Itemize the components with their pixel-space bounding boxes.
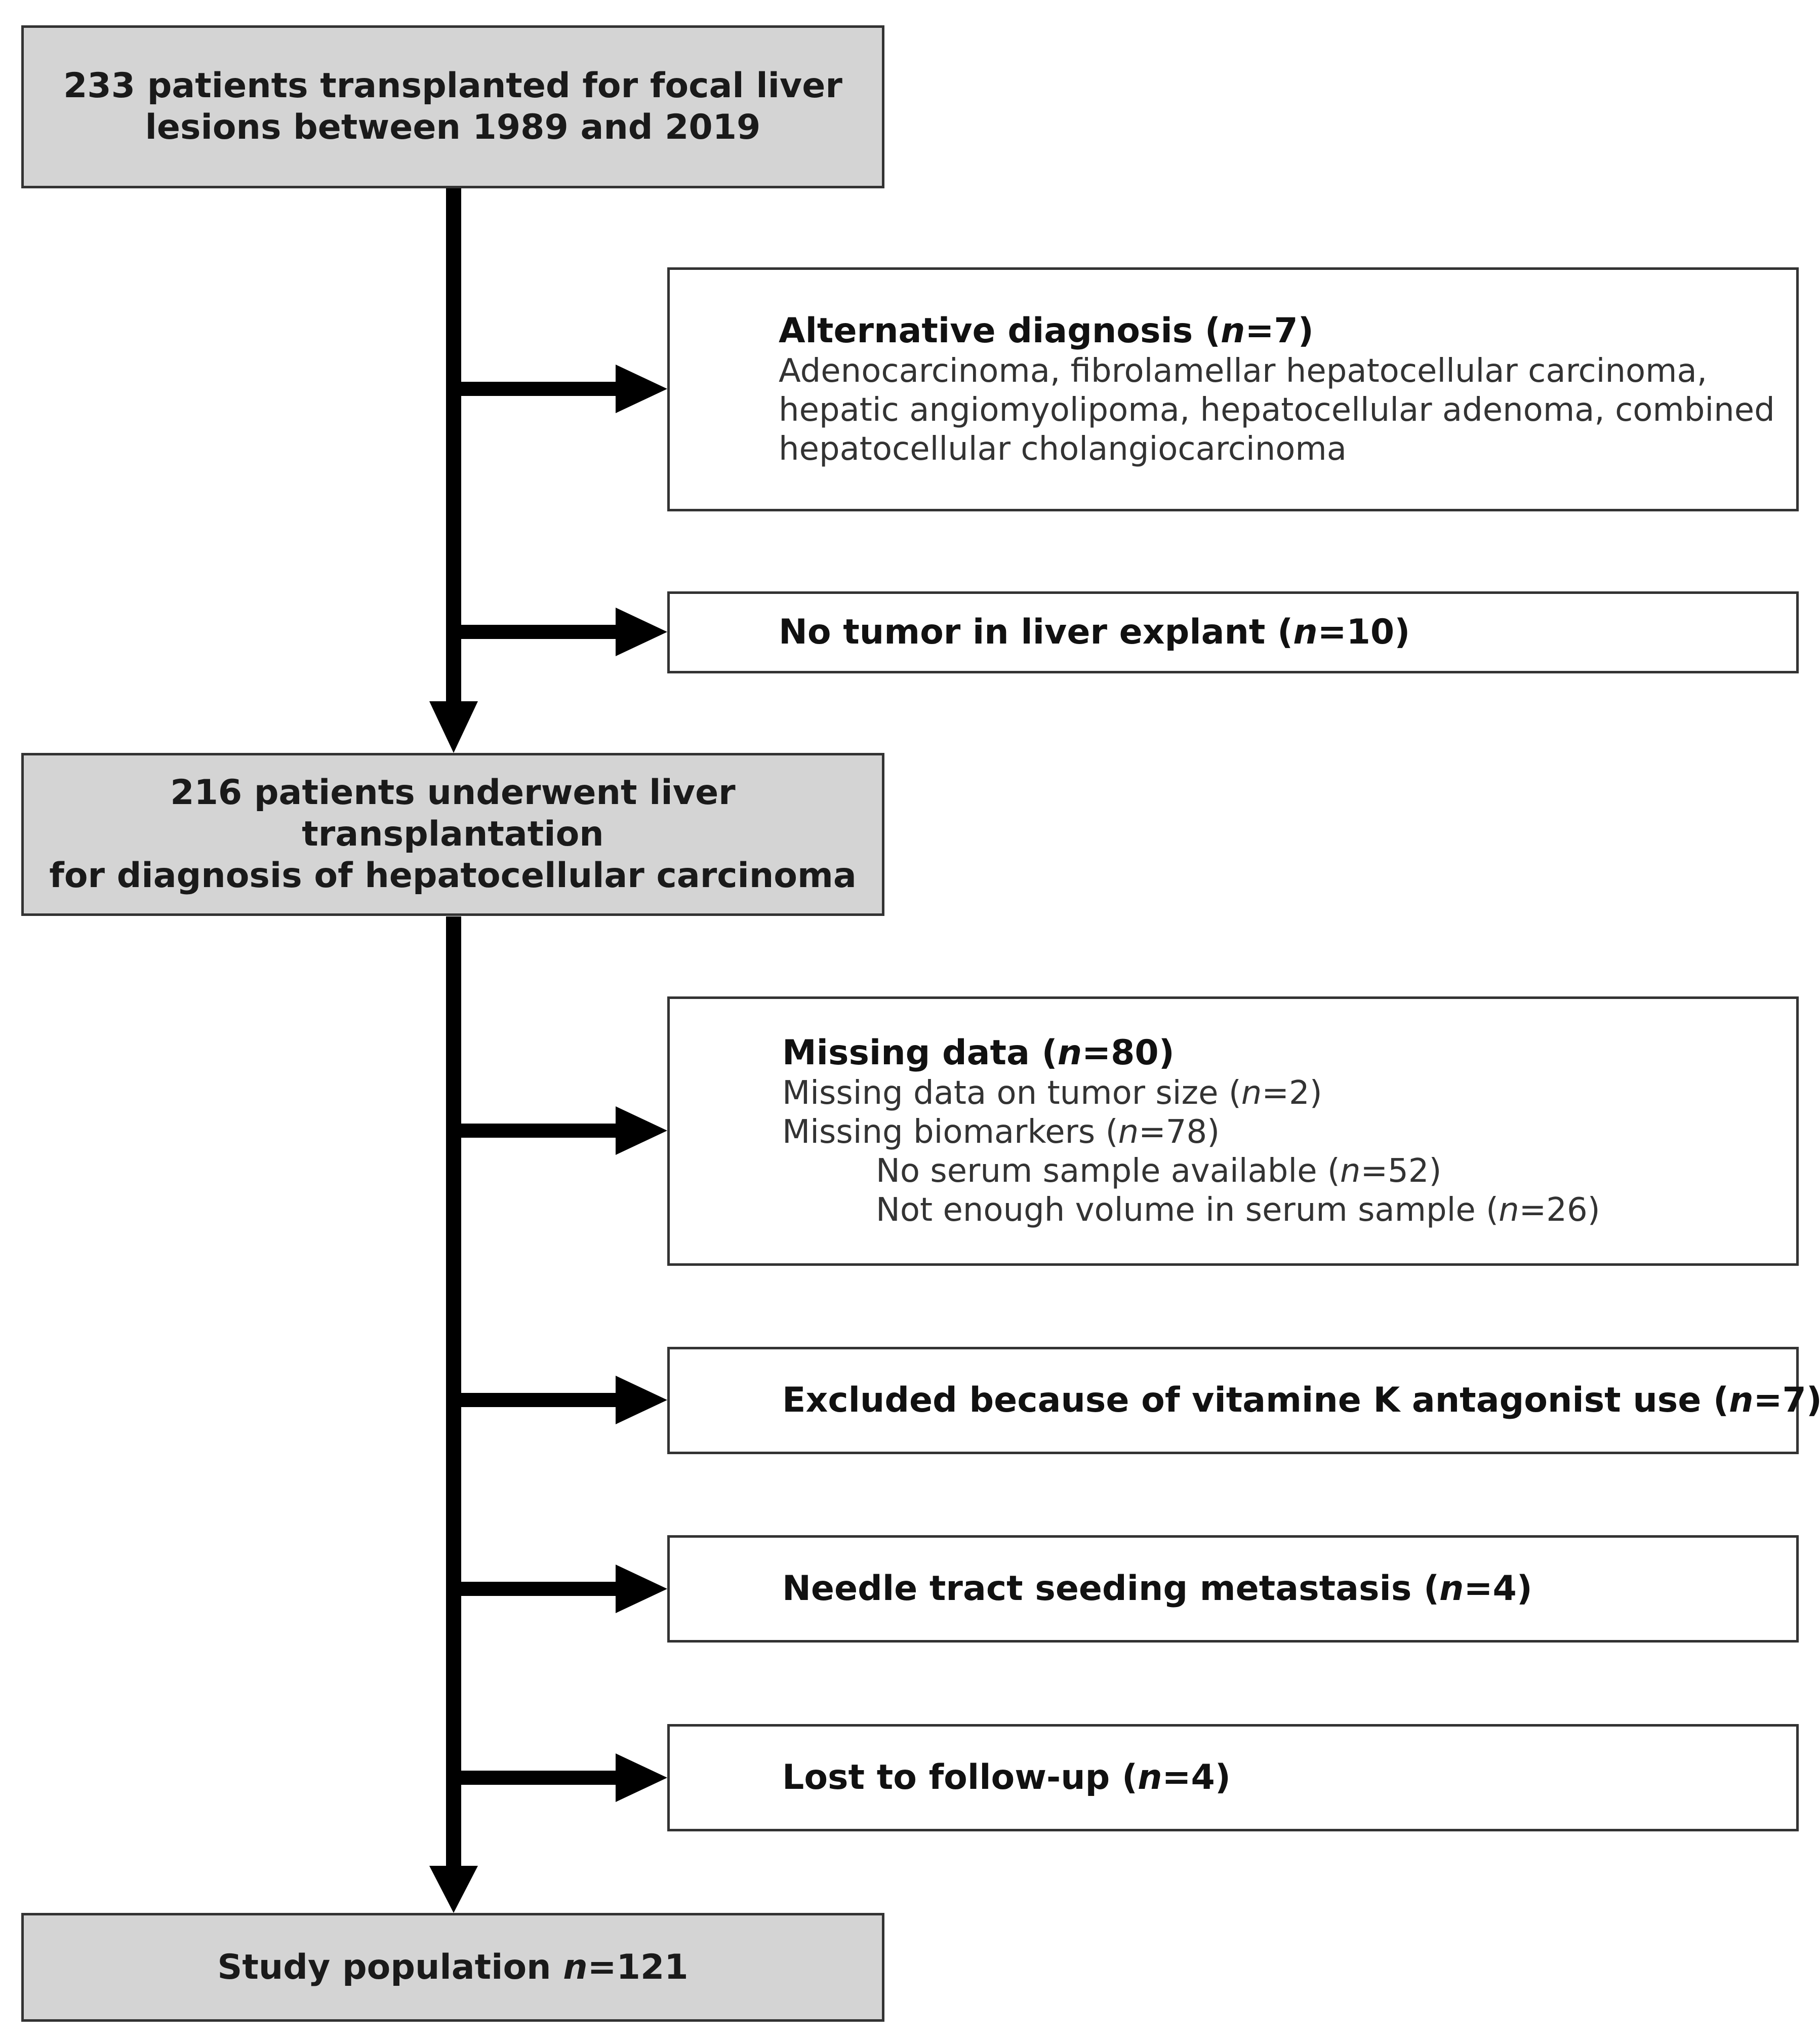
branch-line xyxy=(454,382,618,396)
arrow-down-head xyxy=(429,1866,478,1913)
study-population-label: Study population n=121 xyxy=(217,1947,689,1987)
missing-data-sub-item: Not enough volume in serum sample (n=26) xyxy=(876,1191,1600,1229)
branch-line xyxy=(454,1393,618,1407)
lost-follow-up-label: Lost to follow-up (n=4) xyxy=(782,1757,1231,1797)
alternative-diagnosis-detail: hepatocellular cholangiocarcinoma xyxy=(779,430,1347,468)
initial-cohort-line2: lesions between 1989 and 2019 xyxy=(145,107,761,147)
arrow-right-head xyxy=(616,1376,667,1424)
branch-line xyxy=(454,1124,618,1138)
branch-line xyxy=(454,1771,618,1785)
missing-data-sub-item: No serum sample available (n=52) xyxy=(876,1152,1442,1190)
missing-data-item: Missing biomarkers (n=78) xyxy=(782,1113,1220,1151)
needle-tract-label: Needle tract seeding metastasis (n=4) xyxy=(782,1569,1532,1609)
missing-data-heading: Missing data (n=80) xyxy=(782,1033,1175,1073)
alternative-diagnosis-heading: Alternative diagnosis (n=7) xyxy=(779,310,1314,351)
box-study-population: Study population n=121 xyxy=(21,1913,884,2022)
box-initial-cohort: 233 patients transplanted for focal live… xyxy=(21,25,884,188)
box-needle-tract: Needle tract seeding metastasis (n=4) xyxy=(667,1535,1799,1643)
arrow-down-head xyxy=(429,701,478,753)
initial-cohort-line1: 233 patients transplanted for focal live… xyxy=(63,66,842,106)
alternative-diagnosis-detail: hepatic angiomyolipoma, hepatocellular a… xyxy=(779,391,1775,429)
branch-line xyxy=(454,625,618,639)
hcc-cohort-line1: 216 patients underwent liver transplanta… xyxy=(170,773,736,854)
vka-exclusion-label: Excluded because of vitamine K antagonis… xyxy=(782,1380,1820,1420)
arrow-right-head xyxy=(616,1565,667,1613)
arrow-right-head xyxy=(616,1106,667,1155)
trunk-line xyxy=(446,187,461,704)
no-tumor-label: No tumor in liver explant (n=10) xyxy=(779,612,1410,652)
alternative-diagnosis-detail: Adenocarcinoma, fibrolamellar hepatocell… xyxy=(779,352,1708,390)
arrow-right-head xyxy=(616,608,667,656)
branch-line xyxy=(454,1582,618,1596)
box-no-tumor: No tumor in liver explant (n=10) xyxy=(667,591,1799,673)
box-missing-data: Missing data (n=80) Missing data on tumo… xyxy=(667,996,1799,1266)
arrow-right-head xyxy=(616,365,667,413)
missing-data-item: Missing data on tumor size (n=2) xyxy=(782,1074,1322,1112)
box-hcc-cohort: 216 patients underwent liver transplanta… xyxy=(21,753,884,916)
trunk-line xyxy=(446,916,461,1868)
box-vka-exclusion: Excluded because of vitamine K antagonis… xyxy=(667,1347,1820,1454)
arrow-right-head xyxy=(616,1753,667,1802)
hcc-cohort-line2: for diagnosis of hepatocellular carcinom… xyxy=(49,856,857,896)
box-alternative-diagnosis: Alternative diagnosis (n=7) Adenocarcino… xyxy=(667,267,1799,511)
box-lost-follow-up: Lost to follow-up (n=4) xyxy=(667,1724,1799,1831)
